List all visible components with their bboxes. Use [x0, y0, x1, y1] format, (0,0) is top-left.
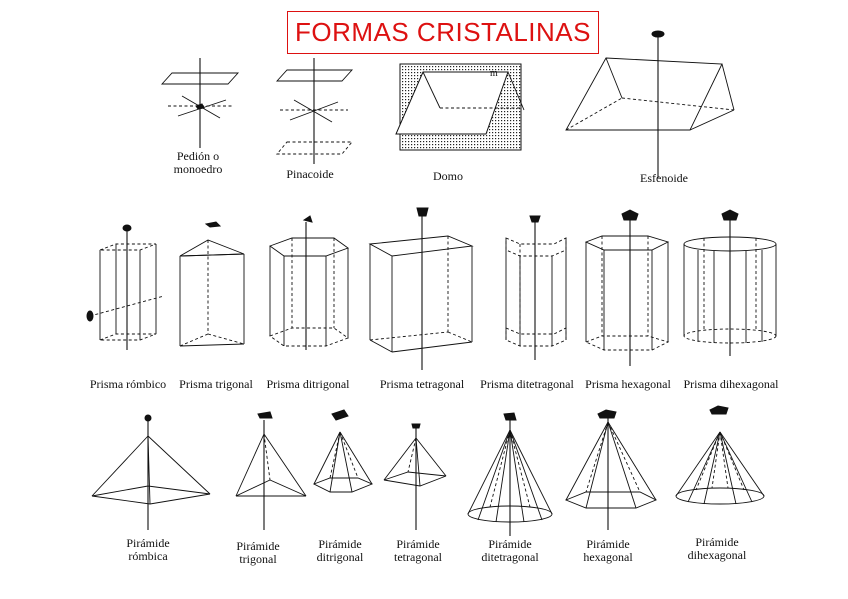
- dome-figure: m: [396, 64, 524, 150]
- dome-marker: m: [490, 68, 498, 79]
- hexagonal-prism-figure: [586, 210, 668, 366]
- dihexagonal-prism-figure: [684, 210, 776, 356]
- label-ditetragonal-pyramid: Pirámide ditetragonal: [464, 538, 556, 564]
- label-pedion: Pedión o monoedro: [158, 150, 238, 176]
- tetragonal-prism-figure: [370, 208, 472, 370]
- ditetragonal-prism-figure: [506, 216, 566, 360]
- trigonal-prism-figure: [180, 222, 244, 346]
- pinacoid-figure: [277, 58, 352, 164]
- label-sphenoid: Esfenoide: [624, 172, 704, 185]
- ditrigonal-pyramid-figure: [314, 410, 372, 492]
- label-ditetragonal-prism: Prisma ditetragonal: [474, 378, 580, 391]
- label-ditrigonal-pyramid: Pirámide ditrigonal: [300, 538, 380, 564]
- sphenoid-figure: [566, 31, 734, 178]
- label-tetragonal-prism: Prisma tetragonal: [372, 378, 472, 391]
- label-dihexagonal-pyramid: Pirámide dihexagonal: [672, 536, 762, 562]
- tetragonal-pyramid-figure: [384, 424, 446, 530]
- label-rhombic-prism: Prisma rómbico: [82, 378, 174, 391]
- label-rhombic-pyramid: Pirámide rómbica: [108, 537, 188, 563]
- label-tetragonal-pyramid: Pirámide tetragonal: [378, 538, 458, 564]
- label-pinacoid: Pinacoide: [270, 168, 350, 181]
- rhombic-prism-figure: [87, 225, 164, 350]
- pedion-figure: [162, 58, 238, 148]
- label-hexagonal-pyramid: Pirámide hexagonal: [566, 538, 650, 564]
- label-trigonal-pyramid: Pirámide trigonal: [218, 540, 298, 566]
- label-trigonal-prism: Prisma trigonal: [174, 378, 258, 391]
- trigonal-pyramid-figure: [236, 412, 306, 530]
- label-hexagonal-prism: Prisma hexagonal: [580, 378, 676, 391]
- ditetragonal-pyramid-figure: [468, 413, 552, 536]
- dihexagonal-pyramid-figure: [676, 406, 764, 504]
- hexagonal-pyramid-figure: [566, 410, 656, 530]
- rhombic-pyramid-figure: [92, 415, 210, 530]
- label-dome: Domo: [418, 170, 478, 183]
- label-ditrigonal-prism: Prisma ditrigonal: [262, 378, 354, 391]
- ditrigonal-prism-figure: [270, 216, 348, 350]
- label-dihexagonal-prism: Prisma dihexagonal: [676, 378, 786, 391]
